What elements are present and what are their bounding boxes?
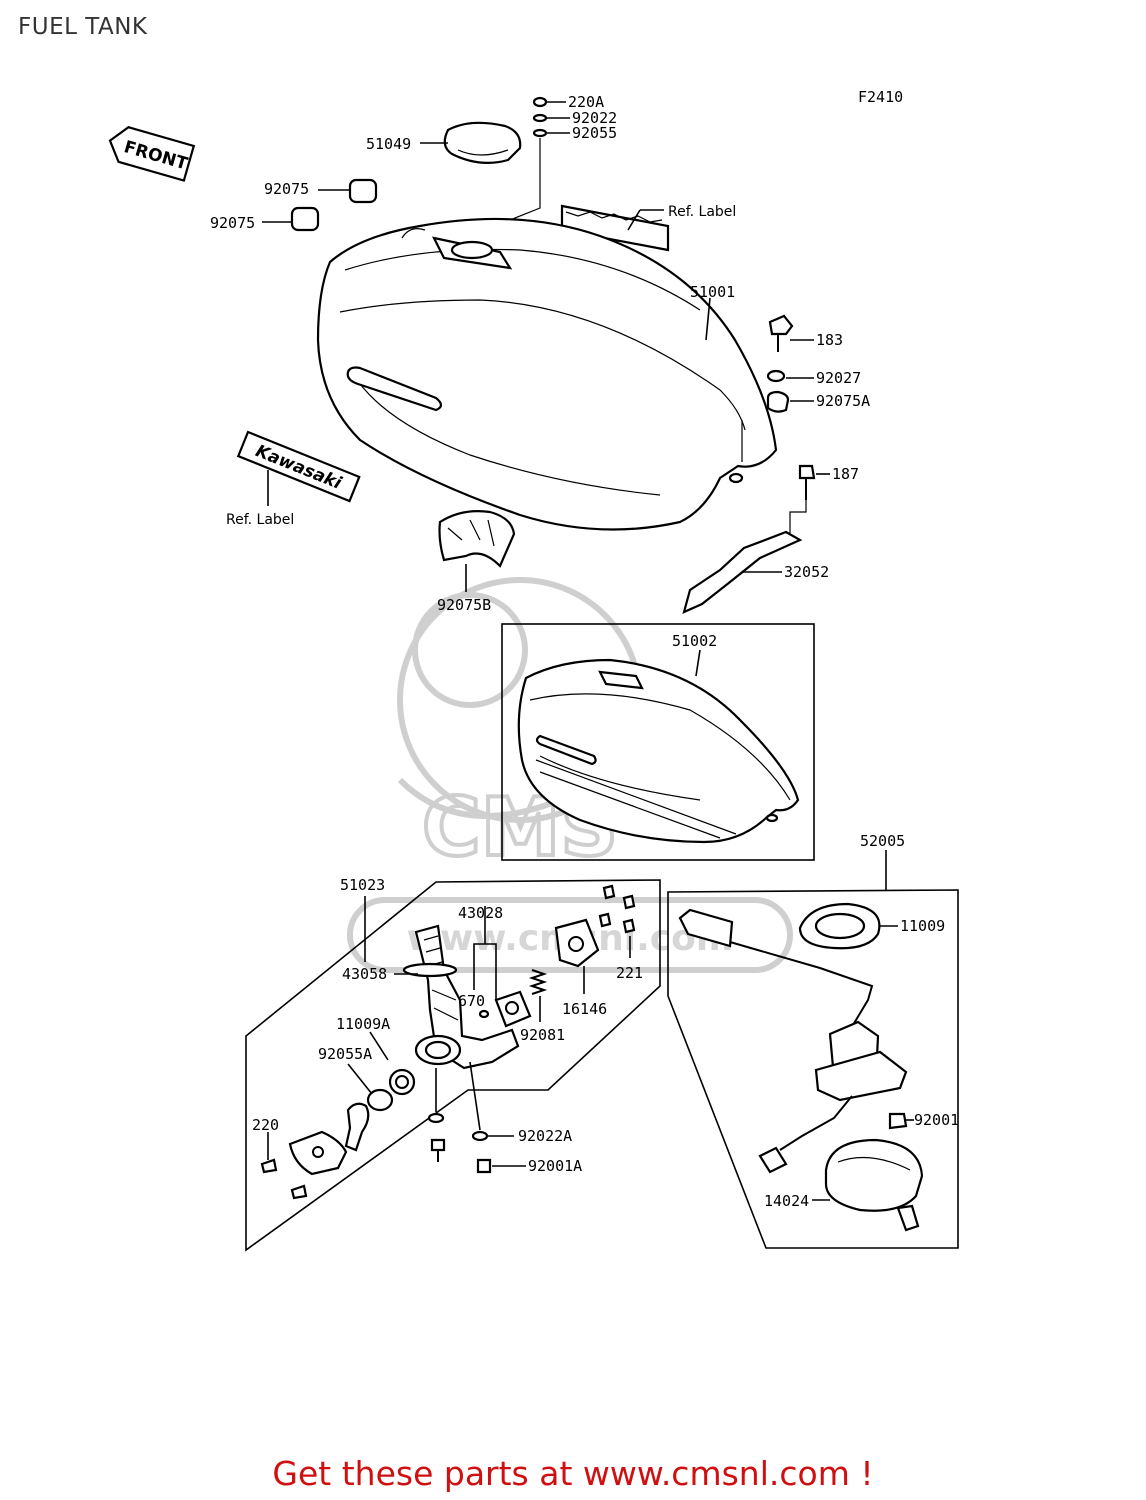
ref-label-top-sticker bbox=[560, 204, 670, 252]
label-14024: 14024 bbox=[764, 1192, 809, 1210]
label-11009A: 11009A bbox=[336, 1015, 390, 1033]
diaphragm-cover-16146 bbox=[554, 918, 600, 968]
label-43058: 43058 bbox=[342, 965, 387, 983]
cap-51049 bbox=[443, 121, 522, 165]
label-183: 183 bbox=[816, 331, 843, 349]
float-sender bbox=[678, 908, 908, 1174]
plate-fuel-cock bbox=[288, 1130, 348, 1176]
damper-92075-b bbox=[290, 206, 320, 232]
gasket-11009 bbox=[798, 902, 881, 950]
label-32052: 32052 bbox=[784, 563, 829, 581]
damper-92075A bbox=[766, 390, 790, 413]
kawasaki-ref-label: Kawasaki bbox=[236, 430, 361, 503]
front-arrow-icon: FRONT bbox=[108, 126, 196, 182]
label-51001: 51001 bbox=[690, 283, 735, 301]
label-670: 670 bbox=[458, 992, 485, 1010]
page-title: FUEL TANK bbox=[18, 14, 148, 40]
label-221: 221 bbox=[616, 964, 643, 982]
label-92027: 92027 bbox=[816, 369, 861, 387]
label-ref-label-top: Ref. Label bbox=[668, 204, 736, 220]
screw-92001A bbox=[430, 1138, 492, 1174]
gasket-11009A bbox=[414, 1034, 462, 1066]
fuel-tank-51001 bbox=[316, 217, 778, 531]
label-92075B: 92075B bbox=[437, 596, 491, 614]
parts-diagram: CMS www.cmsnl.com F2410 FRONT 51049 220A… bbox=[108, 88, 959, 1252]
damper-92075B bbox=[438, 510, 516, 568]
label-51002: 51002 bbox=[672, 632, 717, 650]
screw-220 bbox=[260, 1158, 308, 1200]
screw-92001 bbox=[888, 1112, 908, 1130]
lever-fuel-cock bbox=[344, 1102, 370, 1152]
box-51002 bbox=[501, 623, 815, 861]
label-51049: 51049 bbox=[366, 135, 411, 153]
label-92022: 92022 bbox=[572, 109, 617, 127]
label-92075-a: 92075 bbox=[264, 180, 309, 198]
label-92001: 92001 bbox=[914, 1111, 959, 1129]
label-ref-label-left: Ref. Label bbox=[226, 512, 294, 528]
label-92001A: 92001A bbox=[528, 1157, 582, 1175]
label-187: 187 bbox=[832, 465, 859, 483]
screws-221 bbox=[598, 884, 636, 934]
box-51023 bbox=[245, 879, 661, 1252]
bolt-187 bbox=[798, 464, 816, 500]
fuel-tank-51002 bbox=[517, 658, 800, 844]
filter-92055A bbox=[388, 1068, 416, 1096]
label-220: 220 bbox=[252, 1116, 279, 1134]
oring-92055A bbox=[366, 1088, 394, 1112]
screw-220A bbox=[532, 96, 548, 138]
label-92055A: 92055A bbox=[318, 1045, 372, 1063]
promo-link[interactable]: Get these parts at www.cmsnl.com ! bbox=[272, 1454, 874, 1493]
label-43028: 43028 bbox=[458, 904, 503, 922]
fuel-cock-body-43058 bbox=[402, 924, 520, 1070]
washer-92022A bbox=[427, 1112, 489, 1142]
label-92022A: 92022A bbox=[518, 1127, 572, 1145]
label-11009: 11009 bbox=[900, 917, 945, 935]
box-52005 bbox=[667, 889, 959, 1249]
cover-14024 bbox=[824, 1138, 924, 1232]
label-92055: 92055 bbox=[572, 124, 617, 142]
figure-code: F2410 bbox=[858, 88, 903, 106]
bolt-183 bbox=[768, 314, 794, 352]
spring-92081 bbox=[528, 969, 548, 995]
diaphragm-670 bbox=[494, 990, 532, 1028]
damper-92075-a bbox=[348, 178, 378, 204]
label-52005: 52005 bbox=[860, 832, 905, 850]
label-92075-b: 92075 bbox=[210, 214, 255, 232]
label-92081: 92081 bbox=[520, 1026, 565, 1044]
label-16146: 16146 bbox=[562, 1000, 607, 1018]
label-92075A: 92075A bbox=[816, 392, 870, 410]
small-oring bbox=[478, 1009, 490, 1019]
label-220A: 220A bbox=[568, 93, 604, 111]
label-51023: 51023 bbox=[340, 876, 385, 894]
washer-92027 bbox=[766, 369, 786, 383]
